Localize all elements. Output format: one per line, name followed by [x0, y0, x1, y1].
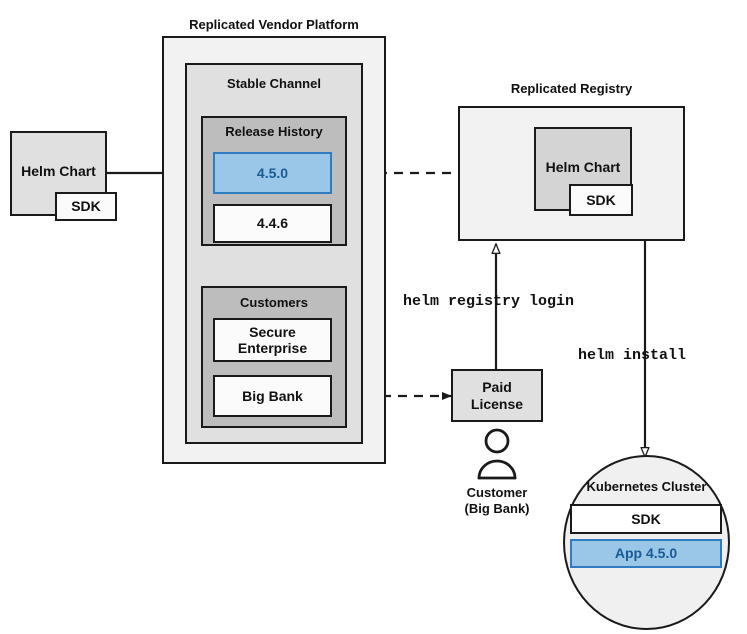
kubernetes-cluster-title: Kubernetes Cluster	[586, 479, 707, 494]
paid-license-line1: Paid	[482, 379, 512, 396]
customer-name-line1: Secure	[249, 323, 296, 340]
customer-name-line1: Big Bank	[242, 387, 303, 404]
cluster-component-sdk[interactable]: SDK	[570, 504, 722, 534]
release-version-label: 4.4.6	[256, 215, 289, 232]
registry-sdk-box[interactable]: SDK	[569, 184, 633, 216]
vendor-platform-caption: Replicated Vendor Platform	[189, 17, 359, 32]
customer-person-icon	[477, 428, 517, 480]
customer-item-big-bank[interactable]: Big Bank	[213, 375, 332, 417]
cluster-component-label: App 4.5.0	[614, 545, 678, 562]
cluster-component-label: SDK	[631, 510, 661, 527]
customer-caption-line2: (Big Bank)	[464, 501, 530, 516]
source-helm-chart-label: Helm Chart	[21, 163, 96, 179]
paid-license-box: Paid License	[451, 369, 543, 422]
helm-registry-login-command: helm registry login	[403, 293, 575, 310]
source-sdk-label: SDK	[71, 198, 101, 215]
stable-channel-title: Stable Channel	[227, 76, 321, 91]
registry-sdk-label: SDK	[586, 191, 616, 208]
replicated-registry-caption: Replicated Registry	[510, 81, 633, 96]
helm-install-command: helm install	[578, 347, 687, 364]
cluster-component-app[interactable]: App 4.5.0	[570, 539, 722, 568]
customer-caption-line1: Customer	[466, 485, 528, 500]
release-item-4-5-0[interactable]: 4.5.0	[213, 152, 332, 194]
customer-item-secure-enterprise[interactable]: Secure Enterprise	[213, 318, 332, 362]
release-version-label: 4.5.0	[256, 164, 289, 181]
registry-helm-chart-label: Helm Chart	[545, 159, 621, 175]
customers-title: Customers	[240, 295, 308, 310]
release-item-4-4-6[interactable]: 4.4.6	[213, 204, 332, 243]
source-sdk-box: SDK	[55, 192, 117, 221]
customer-name-line2: Enterprise	[237, 340, 308, 356]
release-history-title: Release History	[225, 124, 323, 139]
paid-license-line2: License	[470, 395, 524, 412]
